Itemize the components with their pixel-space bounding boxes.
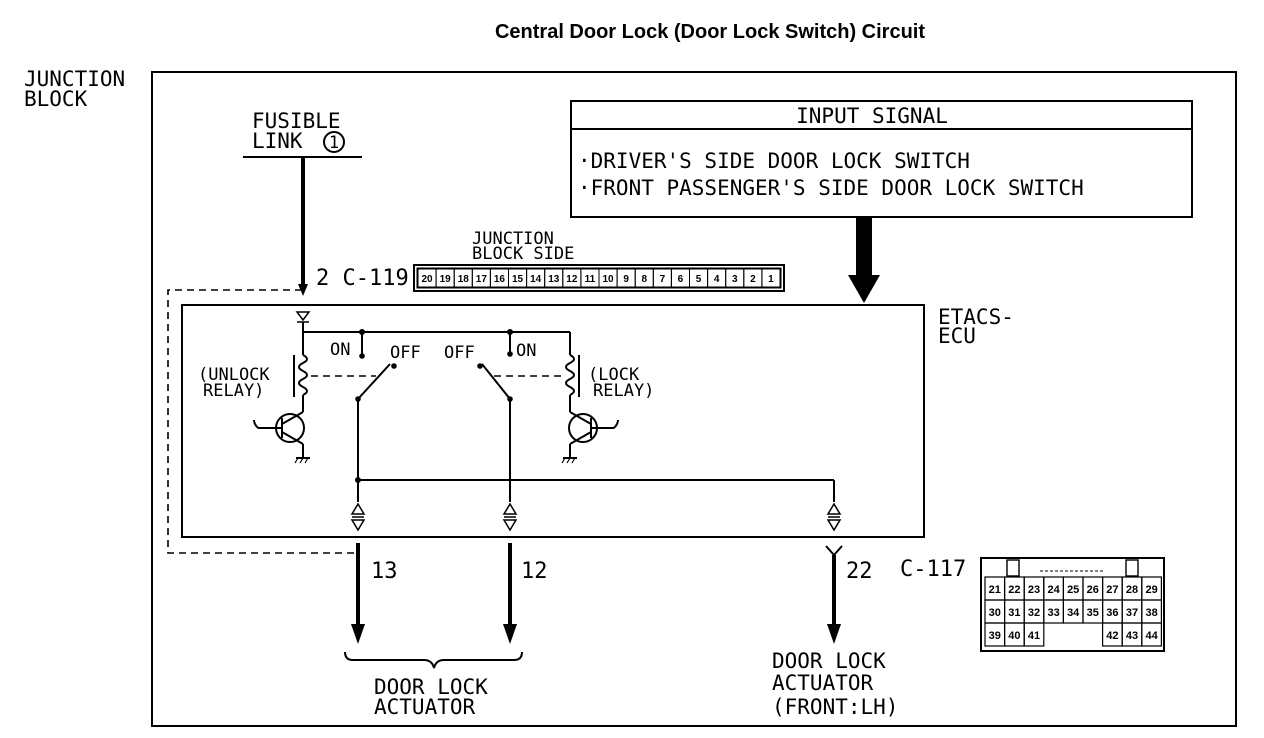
c119-pin-number: 14 <box>530 274 542 285</box>
door-lock-actuator-lh-label-3: (FRONT:LH) <box>772 695 898 719</box>
switch-off-left: OFF <box>390 343 421 363</box>
junction-block-label-2: BLOCK <box>24 87 88 111</box>
c117-pin-number: 21 <box>989 584 1001 596</box>
c117-pin-number: 39 <box>989 630 1001 642</box>
c119-pin-number: 3 <box>732 274 738 285</box>
c117-pin-number: 35 <box>1087 607 1099 619</box>
door-lock-actuator-label-2: ACTUATOR <box>374 695 476 719</box>
c119-pin-number: 12 <box>566 274 578 285</box>
lock-relay-label-2: RELAY) <box>593 381 654 401</box>
fusible-link-number: 1 <box>329 133 339 153</box>
fusible-link-label-2: LINK <box>252 129 303 153</box>
c117-pin-number: 40 <box>1008 630 1020 642</box>
c117-pin-number: 27 <box>1106 584 1118 596</box>
pin-12-label: 12 <box>521 559 548 584</box>
c117-pin-number: 43 <box>1126 630 1138 642</box>
lock-relay-label-1: (LOCK <box>588 365 640 385</box>
c119-pin-number: 9 <box>623 274 629 285</box>
unlock-switch-arm <box>357 363 391 400</box>
c117-pin-number: 28 <box>1126 584 1138 596</box>
c117-pin-number: 34 <box>1067 607 1080 619</box>
c119-pin-number: 8 <box>641 274 647 285</box>
c119-pin-number: 18 <box>458 274 470 285</box>
wire-arrow-down <box>298 284 308 296</box>
c117-cell <box>1141 622 1163 647</box>
connector-c119-face: 20 19 18 17 16 15 14 13 12 11 10 9 8 7 6 5 4 3 2 1 <box>413 264 785 292</box>
c117-cell <box>1023 622 1045 647</box>
c117-pin-number: 23 <box>1028 584 1040 596</box>
unlock-relay-label-2: RELAY) <box>203 381 264 401</box>
c119-pin-number: 2 <box>750 274 756 285</box>
c119-pin-number: 5 <box>696 274 702 285</box>
c119-pin-number: 1 <box>768 274 774 285</box>
c117-pin-number: 44 <box>1145 630 1158 642</box>
door-lock-actuator-label-1: DOOR LOCK <box>374 675 488 699</box>
c119-pin-number: 11 <box>585 274 596 285</box>
input-signal-header: INPUT SIGNAL <box>796 104 948 128</box>
pin-22-label: 22 <box>846 559 873 584</box>
terminal-pin-22 <box>826 502 842 532</box>
c117-pin-number: 38 <box>1145 607 1157 619</box>
c117-pin-number: 36 <box>1106 607 1118 619</box>
pin-13-label: 13 <box>371 559 398 584</box>
terminal-triangle <box>295 311 311 322</box>
c119-pin-number: 10 <box>602 274 614 285</box>
terminal-pin-12 <box>502 502 518 532</box>
c117-pin-number: 24 <box>1047 584 1060 596</box>
connector-c117-face: 21 22 23 24 25 26 27 28 29 30 31 32 33 34 35 36 37 38 39 40… <box>980 557 1165 652</box>
diagram-title: Central Door Lock (Door Lock Switch) Cir… <box>495 21 925 43</box>
c119-pin-number: 6 <box>678 274 684 285</box>
c119-pin-number: 17 <box>476 274 488 285</box>
c119-pin-number: 19 <box>440 274 452 285</box>
fusible-link-label-1: FUSIBLE <box>252 109 341 133</box>
c117-pin-number: 37 <box>1126 607 1138 619</box>
c119-pin-number: 4 <box>714 274 720 285</box>
input-signal-box <box>570 100 1193 218</box>
connector-c119-label: 2 C-119 <box>316 266 409 291</box>
c119-cell <box>761 268 781 288</box>
junction-block-side-label-2: BLOCK SIDE <box>472 244 574 264</box>
switch-on-right: ON <box>516 341 536 361</box>
c117-pin-number: 33 <box>1047 607 1059 619</box>
lock-relay-coil <box>565 354 575 396</box>
ecu-label-2: ECU <box>938 324 976 348</box>
c117-pin-number: 41 <box>1028 630 1040 642</box>
c119-pin-number: 16 <box>494 274 506 285</box>
junction-block-dashed-boundary <box>167 289 358 554</box>
fusible-link-number-circle <box>323 131 345 153</box>
input-arrow-shaft <box>856 218 872 278</box>
c119-pin-number: 20 <box>421 274 433 285</box>
c117-pin-number: 32 <box>1028 607 1040 619</box>
unlock-relay-coil <box>298 354 308 396</box>
c117-pin-number: 29 <box>1145 584 1157 596</box>
lock-switch-arm <box>481 363 511 400</box>
c117-pin-number: 30 <box>989 607 1001 619</box>
door-lock-actuator-lh-label-1: DOOR LOCK <box>772 649 886 673</box>
c117-pin-number: 31 <box>1008 607 1020 619</box>
c117-pin-number: 22 <box>1008 584 1020 596</box>
input-arrow-head <box>848 275 880 303</box>
c119-pin-number: 15 <box>512 274 524 285</box>
unlock-relay-label-1: (UNLOCK <box>198 365 270 385</box>
c119-pin-number: 7 <box>660 274 666 285</box>
etacs-ecu-box <box>181 304 925 538</box>
c117-pin-number: 26 <box>1087 584 1099 596</box>
junction-block-frame <box>151 71 1237 727</box>
switch-on-left: ON <box>330 340 350 360</box>
junction-block-label-1: JUNCTION <box>24 67 125 91</box>
connector-c117-label: C-117 <box>900 557 966 582</box>
c119-pin-number: 13 <box>548 274 560 285</box>
actuator-brace <box>344 651 523 669</box>
door-lock-actuator-lh-label-2: ACTUATOR <box>772 671 874 695</box>
junction-block-side-label-1: JUNCTION <box>472 229 554 249</box>
input-signal-item-1: ·DRIVER'S SIDE DOOR LOCK SWITCH <box>578 149 970 173</box>
c117-pin-number: 42 <box>1106 630 1118 642</box>
ecu-label-1: ETACS- <box>938 305 1014 329</box>
input-signal-item-2: ·FRONT PASSENGER'S SIDE DOOR LOCK SWITCH <box>578 176 1084 200</box>
terminal-pin-13 <box>350 502 366 532</box>
switch-off-right: OFF <box>444 343 475 363</box>
c117-pin-number: 25 <box>1067 584 1079 596</box>
